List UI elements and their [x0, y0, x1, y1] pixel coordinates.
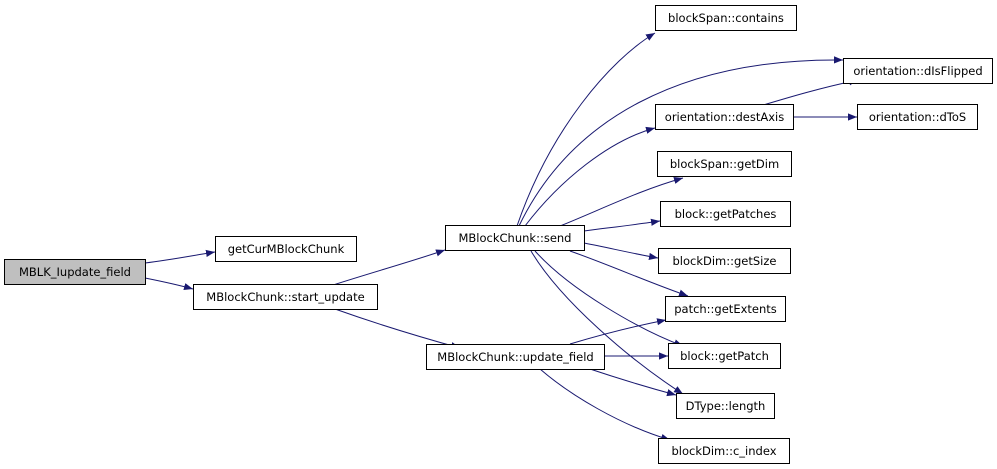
node-getpatch[interactable]: block::getPatch: [668, 343, 781, 369]
node-root[interactable]: MBLK_Iupdate_field: [4, 259, 146, 285]
edge-send-getpatches: [583, 218, 661, 232]
edge-updatefield-length: [589, 368, 677, 397]
node-updatefield-label: MBlockChunk::update_field: [437, 350, 593, 364]
node-getextents-label: patch::getExtents: [674, 302, 777, 316]
node-cindex-label: blockDim::c_index: [671, 444, 776, 458]
node-disflipped-label: orientation::dIsFlipped: [853, 64, 982, 78]
node-getpatches-label: block::getPatches: [675, 207, 777, 221]
edge-startupdate-updatefield: [334, 308, 461, 350]
node-getcur[interactable]: getCurMBlockChunk: [215, 236, 357, 262]
node-getdim-label: blockSpan::getDim: [670, 157, 779, 171]
node-length[interactable]: DType::length: [676, 393, 775, 419]
edge-send-getextents: [569, 250, 689, 297]
node-dtos-label: orientation::dToS: [869, 110, 966, 124]
node-getpatch-label: block::getPatch: [680, 349, 769, 363]
node-getpatches[interactable]: block::getPatches: [660, 201, 791, 227]
edge-updatefield-getextents: [569, 318, 667, 345]
node-updatefield[interactable]: MBlockChunk::update_field: [426, 344, 605, 370]
node-startupdate-label: MBlockChunk::start_update: [206, 290, 364, 304]
node-root-label: MBLK_Iupdate_field: [19, 265, 131, 279]
node-destaxis-label: orientation::destAxis: [665, 110, 784, 124]
node-send-label: MBlockChunk::send: [459, 231, 572, 245]
node-contains[interactable]: blockSpan::contains: [655, 5, 797, 31]
edge-startupdate-send: [329, 249, 446, 287]
node-getsize-label: blockDim::getSize: [672, 254, 776, 268]
edge-send-destaxis: [524, 126, 656, 227]
node-getcur-label: getCurMBlockChunk: [228, 242, 345, 256]
node-getdim[interactable]: blockSpan::getDim: [657, 151, 792, 177]
edge-root-getcur: [144, 249, 216, 264]
edge-send-length: [530, 250, 684, 395]
node-getextents[interactable]: patch::getExtents: [665, 296, 786, 322]
node-send[interactable]: MBlockChunk::send: [445, 225, 585, 251]
edge-root-startupdate: [144, 277, 194, 291]
node-contains-label: blockSpan::contains: [668, 11, 784, 25]
edge-updatefield-cindex: [539, 368, 671, 441]
edge-send-getdim: [559, 176, 684, 227]
node-length-label: DType::length: [686, 399, 766, 413]
node-dtos[interactable]: orientation::dToS: [857, 104, 978, 130]
edge-send-getsize: [583, 242, 659, 260]
edge-send-getpatch: [534, 250, 684, 347]
node-disflipped[interactable]: orientation::dIsFlipped: [843, 58, 993, 84]
edge-send-contains: [516, 32, 656, 227]
node-cindex[interactable]: blockDim::c_index: [658, 438, 790, 464]
edge-send-disflipped: [518, 56, 844, 227]
node-startupdate[interactable]: MBlockChunk::start_update: [193, 284, 378, 310]
node-getsize[interactable]: blockDim::getSize: [658, 248, 791, 274]
node-destaxis[interactable]: orientation::destAxis: [655, 104, 794, 130]
